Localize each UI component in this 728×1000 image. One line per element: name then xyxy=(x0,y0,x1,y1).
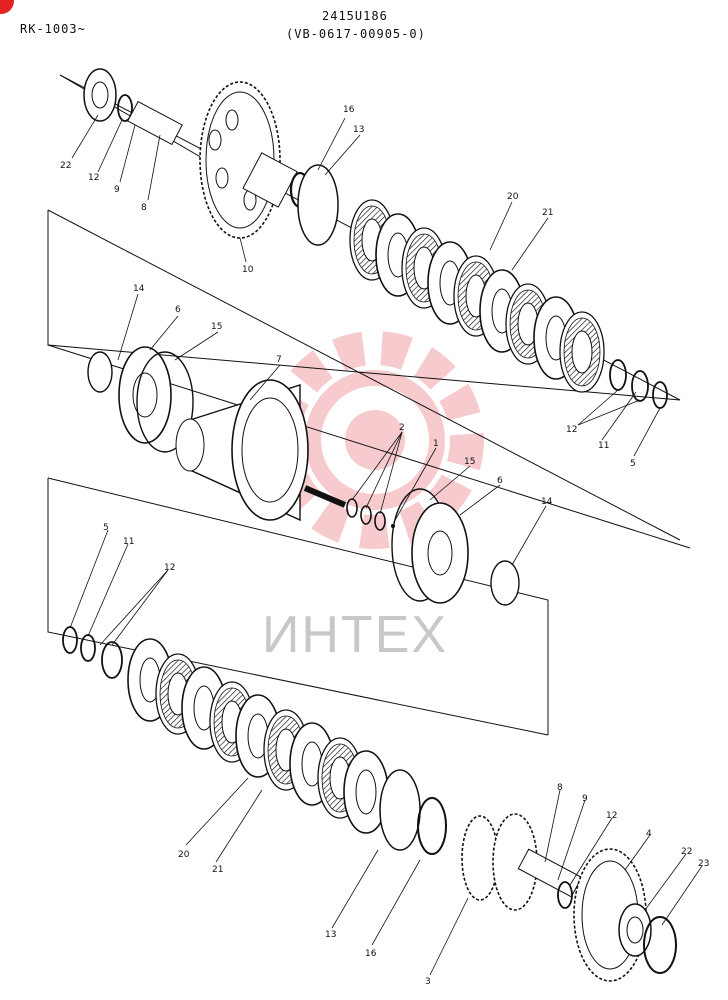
callout-8: 8 xyxy=(141,203,147,213)
callout-15: 15 xyxy=(464,457,475,467)
callout-12: 12 xyxy=(606,811,617,821)
spring-14-right xyxy=(490,560,520,606)
callout-12: 12 xyxy=(88,173,99,183)
part-number-label: 2415U186 xyxy=(322,9,388,23)
callout-2: 2 xyxy=(399,423,405,433)
callout-16: 16 xyxy=(365,949,377,959)
callout-22: 22 xyxy=(681,847,692,857)
watermark-text: ИНТЕХ xyxy=(262,606,448,664)
callout-9: 9 xyxy=(582,794,588,804)
callout-6: 6 xyxy=(175,305,181,315)
callout-5: 5 xyxy=(103,523,109,533)
callout-11: 11 xyxy=(123,537,134,547)
callout-12: 12 xyxy=(566,425,577,435)
callout-14: 14 xyxy=(541,497,553,507)
spring-14-left xyxy=(87,351,113,393)
callout-5: 5 xyxy=(630,459,636,469)
callout-20: 20 xyxy=(178,850,190,860)
callout-labels: 22 12 9 8 10 16 13 20 21 14 6 15 7 12 11… xyxy=(60,105,709,987)
callout-14: 14 xyxy=(133,284,145,294)
callout-1: 1 xyxy=(433,439,439,449)
callout-21: 21 xyxy=(542,208,553,218)
lower-assembly xyxy=(62,626,677,982)
leader-lines xyxy=(69,114,703,976)
drawing-code-label: (VB-0617-00905-0) xyxy=(286,27,426,41)
upper-assembly xyxy=(59,68,668,409)
callout-6: 6 xyxy=(497,476,503,486)
callout-22: 22 xyxy=(60,161,71,171)
callout-13: 13 xyxy=(353,125,364,135)
callout-8: 8 xyxy=(557,783,563,793)
callout-16: 16 xyxy=(343,105,355,115)
callout-3: 3 xyxy=(425,977,431,987)
callout-23: 23 xyxy=(698,859,709,869)
callout-20: 20 xyxy=(507,192,519,202)
middle-assembly xyxy=(87,346,520,606)
callout-11: 11 xyxy=(598,441,609,451)
callout-13: 13 xyxy=(325,930,336,940)
callout-4: 4 xyxy=(646,829,652,839)
callout-12: 12 xyxy=(164,563,175,573)
callout-7: 7 xyxy=(276,355,282,365)
model-series-label: RK-1003~ xyxy=(20,22,86,36)
callout-15: 15 xyxy=(211,322,222,332)
callout-21: 21 xyxy=(212,865,223,875)
callout-9: 9 xyxy=(114,185,120,195)
callout-10: 10 xyxy=(242,265,254,275)
